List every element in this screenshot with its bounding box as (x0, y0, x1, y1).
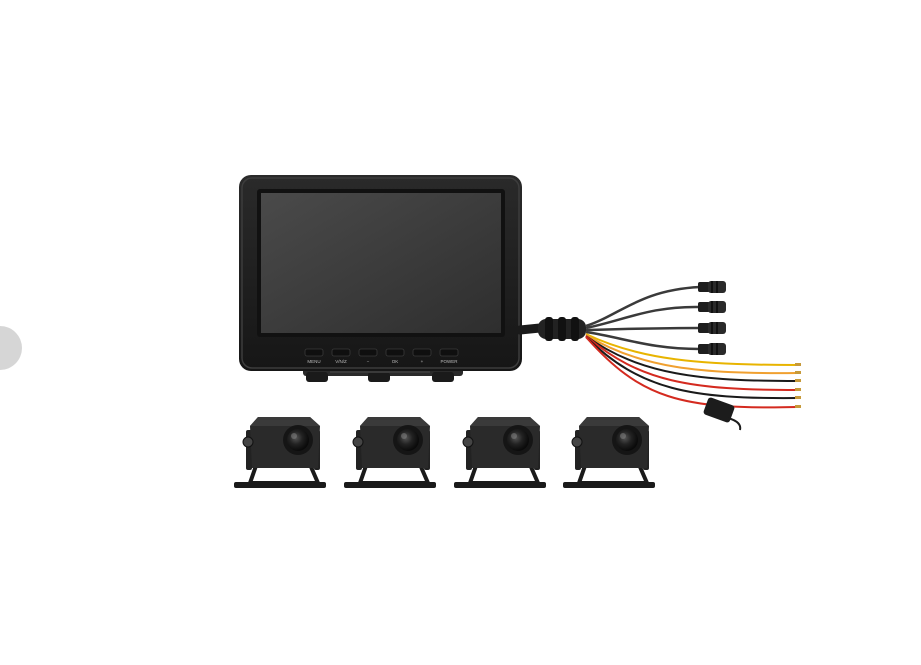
aviation-connector (698, 281, 726, 293)
monitor-button: − (358, 348, 378, 364)
camera-lens (287, 429, 309, 451)
camera-lens (397, 429, 419, 451)
aviation-connectors (698, 281, 726, 355)
camera-row (234, 417, 655, 488)
monitor-button-label: POWER (440, 359, 458, 364)
monitor-button: V/N/Z (331, 348, 351, 364)
monitor-button-label: V/N/Z (335, 359, 347, 364)
aviation-connector (698, 322, 726, 334)
camera-lens (507, 429, 529, 451)
monitor-button-bar: MENU V/N/Z − OK + POWER (304, 348, 459, 364)
monitor: MENU V/N/Z − OK + POWER (239, 175, 522, 382)
monitor-button-label: + (421, 359, 424, 364)
camera (563, 417, 655, 488)
carousel-prev-button[interactable] (0, 326, 22, 370)
camera-lens (616, 429, 638, 451)
fuse-holder (703, 397, 742, 431)
aviation-connector (698, 301, 726, 313)
aviation-connector (698, 343, 726, 355)
camera (234, 417, 326, 488)
monitor-button: OK (385, 348, 405, 364)
monitor-button-label: − (367, 359, 370, 364)
monitor-button: POWER (439, 348, 459, 364)
camera (344, 417, 436, 488)
monitor-button-label: OK (392, 359, 399, 364)
camera (454, 417, 546, 488)
monitor-button: MENU (304, 348, 324, 364)
monitor-button: + (412, 348, 432, 364)
monitor-button-label: MENU (307, 359, 320, 364)
wiring-harness (515, 285, 801, 431)
